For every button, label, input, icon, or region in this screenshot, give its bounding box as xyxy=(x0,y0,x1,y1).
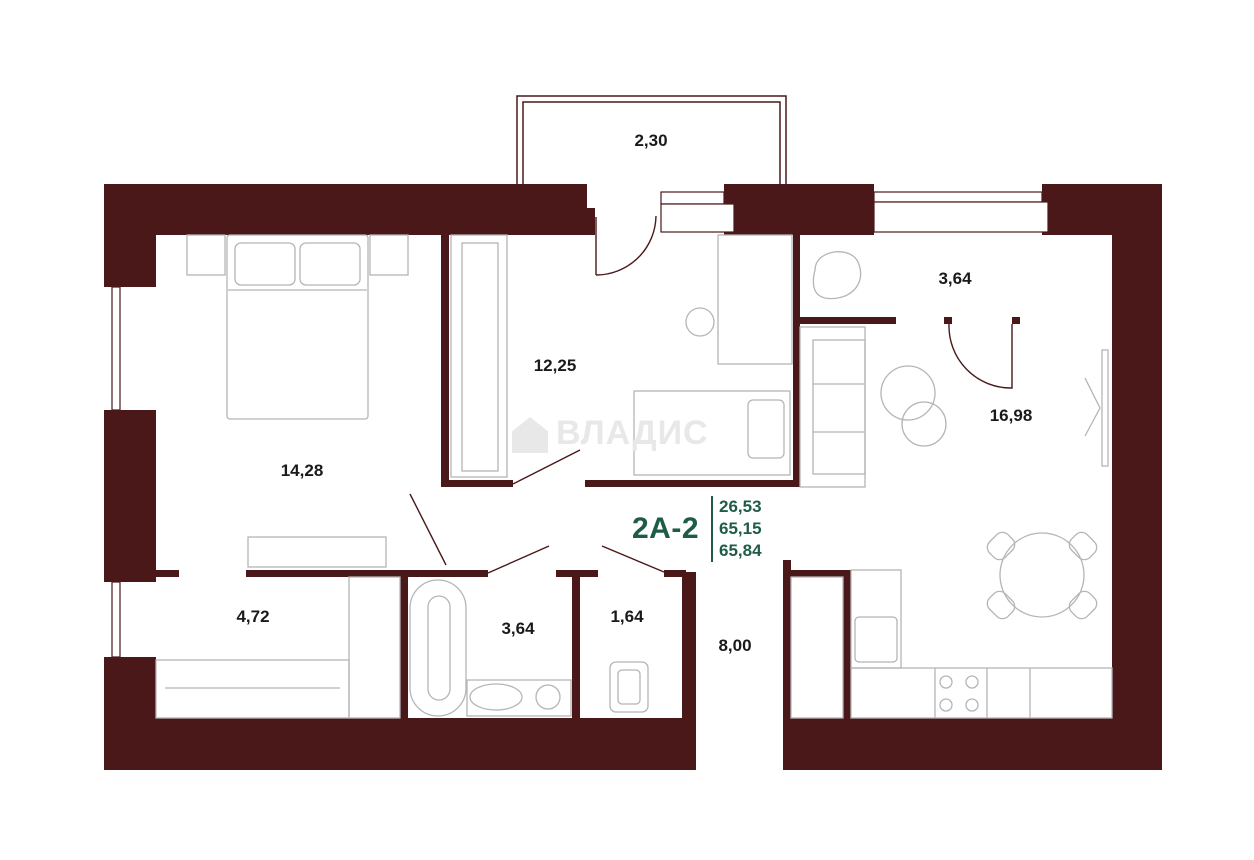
nightstand-left xyxy=(186,234,226,276)
house-icon xyxy=(512,417,548,454)
toilet xyxy=(609,661,649,713)
room-area-wc: 1,64 xyxy=(610,607,644,626)
corridor-wardrobe xyxy=(790,576,844,719)
kitchen-cabinet xyxy=(850,569,902,669)
room-area-hall-storage: 4,72 xyxy=(236,607,270,626)
apartment-code: 2А-2 xyxy=(632,512,700,545)
room-area-bedroom: 14,28 xyxy=(280,461,324,480)
room-area-bathroom: 3,64 xyxy=(501,619,535,638)
wardrobe-hall-2 xyxy=(348,576,401,719)
balcony-outline xyxy=(516,95,787,186)
coffee-table-2 xyxy=(901,401,947,447)
room-area-corridor: 8,00 xyxy=(718,636,752,655)
double-bed xyxy=(226,234,369,420)
sink xyxy=(854,616,898,663)
kitchen-counter xyxy=(850,667,1113,719)
total-area: 65,15 xyxy=(719,519,762,538)
total-area-with-balcony: 65,84 xyxy=(719,541,762,560)
windows xyxy=(111,191,1049,658)
coffee-table-1 xyxy=(880,365,936,421)
exterior-walls xyxy=(104,184,1162,770)
watermark: ВЛАДИС xyxy=(512,414,709,454)
living-area: 26,53 xyxy=(719,497,762,516)
washbasin xyxy=(469,683,523,711)
wardrobe-hall xyxy=(155,659,350,719)
tv xyxy=(1101,349,1109,467)
doors xyxy=(409,215,1013,574)
furniture xyxy=(155,234,1113,719)
dining-table xyxy=(999,532,1085,618)
washing-machine xyxy=(535,684,561,710)
wardrobe-children xyxy=(450,234,508,478)
single-bed xyxy=(633,390,791,476)
apartment-stats: 26,53 65,15 65,84 xyxy=(711,496,762,562)
room-area-living-kitchen: 16,98 xyxy=(989,406,1033,425)
room-area-balcony: 2,30 xyxy=(634,131,668,150)
room-area-wardrobe: 3,64 xyxy=(938,269,972,288)
tv-stand xyxy=(247,536,387,568)
nightstand-right xyxy=(369,234,409,276)
interior-walls xyxy=(156,235,1020,718)
desk xyxy=(717,234,793,365)
armchair xyxy=(812,251,862,300)
bathtub xyxy=(409,579,467,717)
bath-counter xyxy=(466,679,572,717)
room-area-children: 12,25 xyxy=(533,356,577,375)
sofa xyxy=(799,326,866,488)
